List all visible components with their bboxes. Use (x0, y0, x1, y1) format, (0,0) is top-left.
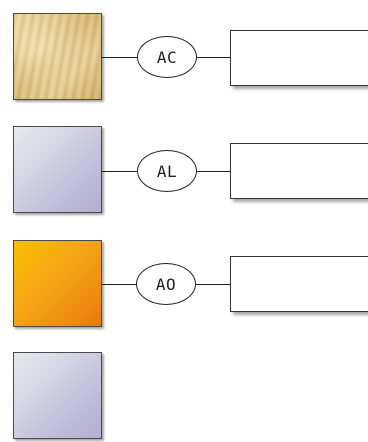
connector-line (197, 171, 231, 172)
label-box[interactable] (230, 30, 368, 86)
wood-swatch[interactable] (13, 13, 102, 100)
connector-line (102, 284, 138, 285)
code-circle: AO (136, 263, 196, 305)
orange-swatch[interactable] (13, 240, 102, 327)
connector-line (197, 57, 231, 58)
connector-line (102, 57, 138, 58)
code-label: AC (156, 47, 178, 67)
swatch-row-3: AO (0, 240, 368, 330)
label-box[interactable] (230, 256, 368, 312)
swatch-row-2: AL (0, 126, 368, 216)
lavender-swatch[interactable] (13, 126, 102, 213)
connector-line (196, 284, 231, 285)
code-circle: AL (137, 150, 197, 192)
label-box[interactable] (230, 143, 368, 199)
code-circle: AC (137, 36, 197, 78)
connector-line (102, 171, 138, 172)
swatch-row-4 (0, 352, 368, 442)
code-label: AO (155, 274, 177, 294)
swatch-row-1: AC (0, 13, 368, 103)
code-label: AL (156, 161, 178, 181)
lavender-swatch[interactable] (13, 352, 102, 439)
